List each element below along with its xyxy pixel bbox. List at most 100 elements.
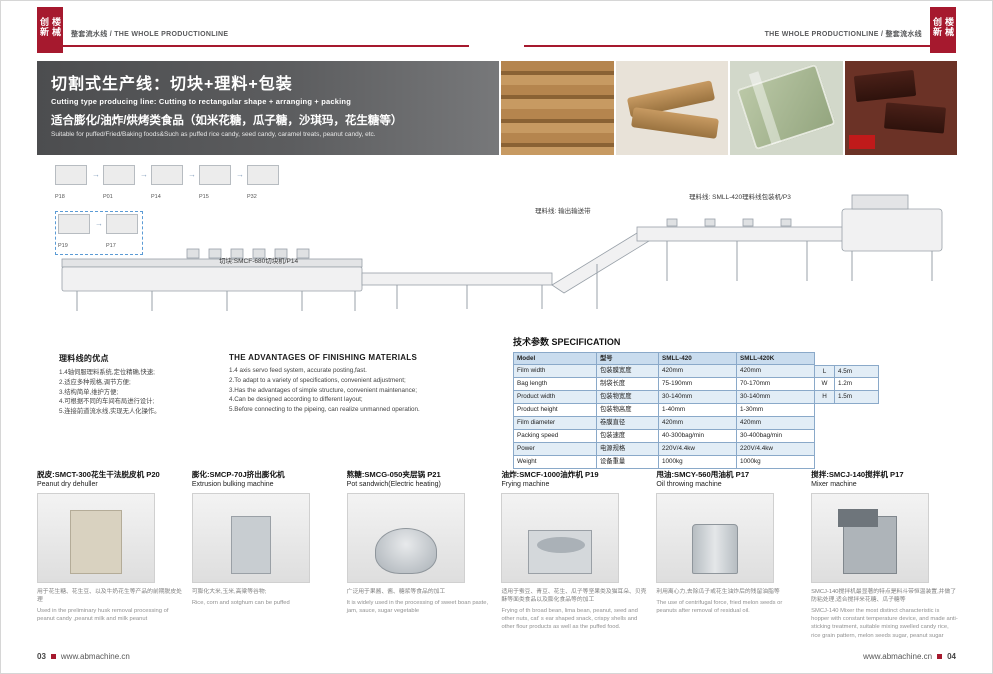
bar-shape (630, 107, 719, 139)
product-desc-en: It is widely used in the processing of s… (346, 600, 489, 615)
header-rule-right (524, 45, 956, 47)
product-title-zh: 脱皮:SMCT-300花生干法脱皮机 P20 (37, 470, 160, 479)
product-title-en: Oil throwing machine (656, 481, 722, 488)
spec-row: Product height 包装物高度 1-40mm 1-30mm (513, 404, 905, 417)
banner-photo-packaged-bar (730, 61, 843, 155)
banner-photo-strip (501, 61, 957, 155)
advantage-item: 3.Has the advantages of simple structure… (229, 386, 417, 394)
advantage-item: 4.可根据不同的车间布局进行设计; (59, 398, 155, 406)
spec-cell: 1000kg (659, 456, 737, 469)
machine-silhouette (692, 524, 739, 574)
advantage-item: 3.结构简单,维护方便; (59, 388, 119, 396)
bar-shape (853, 69, 916, 103)
product-card-jacketed-pot: 熬糖:SMCG-050夹层锅 P21 Pot sandwich(Electric… (346, 469, 495, 640)
machine-thumbnail: P32 (247, 165, 281, 203)
page-number: 04 (947, 652, 956, 661)
diagram-label-packing-machine: 理料线: SMLL-420理料线包装机/P3 (689, 194, 791, 201)
thumbnail-image (247, 165, 279, 185)
red-label (848, 135, 875, 149)
page-ref-thumbnails-row1: P18 → P01 → P14 → P15 → P32 (55, 165, 281, 203)
footer-left: 03 www.abmachine.cn (37, 652, 130, 661)
arrow-right-icon: → (95, 219, 103, 228)
spec-cell: 包装速度 (597, 430, 659, 443)
page-ref-label: P18 (55, 194, 65, 200)
spec-cell: 电源规格 (597, 443, 659, 456)
spec-cell: 30-140mm (659, 391, 737, 404)
product-desc-zh: 广泛用于果酱、酱、糖浆等食品的加工 (346, 589, 446, 595)
arrow-right-icon: → (236, 170, 244, 179)
arrow-right-icon: → (92, 170, 100, 179)
product-desc-zh: 适用于蚕豆、青豆、花生、瓜子等坚果类及猫耳朵、贝壳酥等面类食品以及膨化食品等的加… (501, 589, 647, 604)
product-title-zh: 熬糖:SMCG-050夹层锅 P21 (346, 470, 441, 479)
machine-product-grid: 脱皮:SMCT-300花生干法脱皮机 P20 Peanut dry dehull… (37, 469, 959, 640)
advantage-item: 1.4轴伺服理料系统,定位精确,快速; (59, 369, 155, 376)
spec-cell: 30-400bag/min (737, 430, 815, 443)
product-title-zh: 油炸:SMCF-1000油炸机 P19 (501, 470, 599, 479)
advantages-zh-title: 理料线的优点 (59, 354, 109, 363)
production-line-diagram: P18 → P01 → P14 → P15 → P32 P19 → P17 切块… (37, 159, 957, 347)
banner-photo-granola-stack (501, 61, 614, 155)
product-title-zh: 搅拌:SMCJ-140搅拌机 P17 (811, 470, 904, 479)
advantages-zh-column: 理料线的优点 1.4轴伺服理料系统,定位精确,快速; 2.适应多种规格,调节方便… (59, 353, 209, 417)
spec-cell: 30-140mm (737, 391, 815, 404)
spec-dim-cell: H (815, 391, 835, 404)
product-title-en: Extrusion bulking machine (191, 481, 274, 488)
thumbnail-image (103, 165, 135, 185)
advantages-en-title: THE ADVANTAGES OF FINISHING MATERIALS (229, 353, 418, 362)
website-link[interactable]: www.abmachine.cn (863, 652, 933, 661)
advantages-en-column: THE ADVANTAGES OF FINISHING MATERIALS 1.… (229, 353, 504, 417)
machine-silhouette (528, 530, 593, 574)
spec-cell: 220V/4.4kw (659, 443, 737, 456)
spec-cell: 1-30mm (737, 404, 815, 417)
brand-logo-text: 楼械创新 (39, 17, 61, 37)
product-desc-en: Frying of th broad bean, lima bean, pean… (501, 608, 638, 631)
product-title-zh: 甩油:SMCY-560甩油机 P17 (656, 470, 750, 479)
thumbnail-image (106, 214, 138, 234)
product-photo (501, 493, 620, 583)
product-desc-zh: 利用离心力,去除瓜子或花生油炸后的残留油脂等 (656, 589, 780, 595)
product-photo (811, 493, 930, 583)
machine-thumbnail: P15 (199, 165, 233, 203)
spec-header-row: Model 型号 SMLL-420 SMLL-420K (513, 352, 905, 365)
advantage-item: 5.连接前道流水线,实现无人化操作。 (59, 408, 161, 415)
advantage-item: 1.4 axis servo feed system, accurate pos… (229, 367, 367, 374)
product-title-en: Peanut dry dehuller (37, 481, 98, 488)
spec-cell: Film diameter (513, 417, 597, 430)
line-drawing (61, 194, 943, 311)
product-photo (191, 493, 310, 583)
thumbnail-image (151, 165, 183, 185)
banner-photo-two-bars (615, 61, 728, 155)
page-ref-label: P32 (247, 194, 257, 200)
spec-cell: 卷膜直径 (597, 417, 659, 430)
spec-cell: 包装物宽度 (597, 391, 659, 404)
product-desc-en: Used in the preliminary husk removal pro… (37, 608, 169, 623)
spec-row: Power 电源规格 220V/4.4kw 220V/4.4kw (513, 443, 905, 456)
product-title-zh: 膨化:SMCP-70J挤出膨化机 (191, 470, 285, 479)
spec-cell: 420mm (737, 417, 815, 430)
spec-cell: SMLL-420 (659, 352, 737, 365)
footer-right: www.abmachine.cn 04 (863, 652, 956, 661)
spec-cell: Model (513, 352, 597, 365)
website-link[interactable]: www.abmachine.cn (60, 652, 130, 661)
spec-cell: Product width (513, 391, 597, 404)
product-desc-en: The use of centrifugal force, fried melo… (656, 600, 783, 615)
header-rule-left (37, 45, 469, 47)
product-desc-zh: SMCJ-140搅拌机最显著的特点是料斗带恒温装置,并做了防粘处理,适合搅拌米花… (811, 589, 957, 604)
advantage-item: 2.适应多种规格,调节方便; (59, 378, 131, 386)
spec-dim-cell: L (815, 365, 835, 378)
red-square-icon (50, 654, 56, 659)
banner-photo-dark-bars (844, 61, 957, 155)
banner-subtitle-zh: 适合膨化/油炸/烘烤类食品（如米花糖，瓜子糖，沙琪玛，花生糖等） (51, 115, 403, 127)
product-desc-en: SMCJ-140 Mixer the most distinct charact… (811, 608, 958, 639)
spec-row: Bag length 制袋长度 75-190mm 70-170mm W 1.2m (513, 378, 905, 391)
spec-cell: 包装物高度 (597, 404, 659, 417)
product-title-en: Frying machine (501, 481, 550, 488)
spec-dim-cell: 1.2m (835, 378, 879, 391)
thumbnail-image (58, 214, 90, 234)
product-desc-en: Rice, corn and sotghum can be puffed (191, 600, 290, 607)
thumbnail-image (55, 165, 87, 185)
thumbnail-image (199, 165, 231, 185)
machine-thumbnail: P01 (103, 165, 137, 203)
spec-cell: SMLL-420K (737, 352, 815, 365)
